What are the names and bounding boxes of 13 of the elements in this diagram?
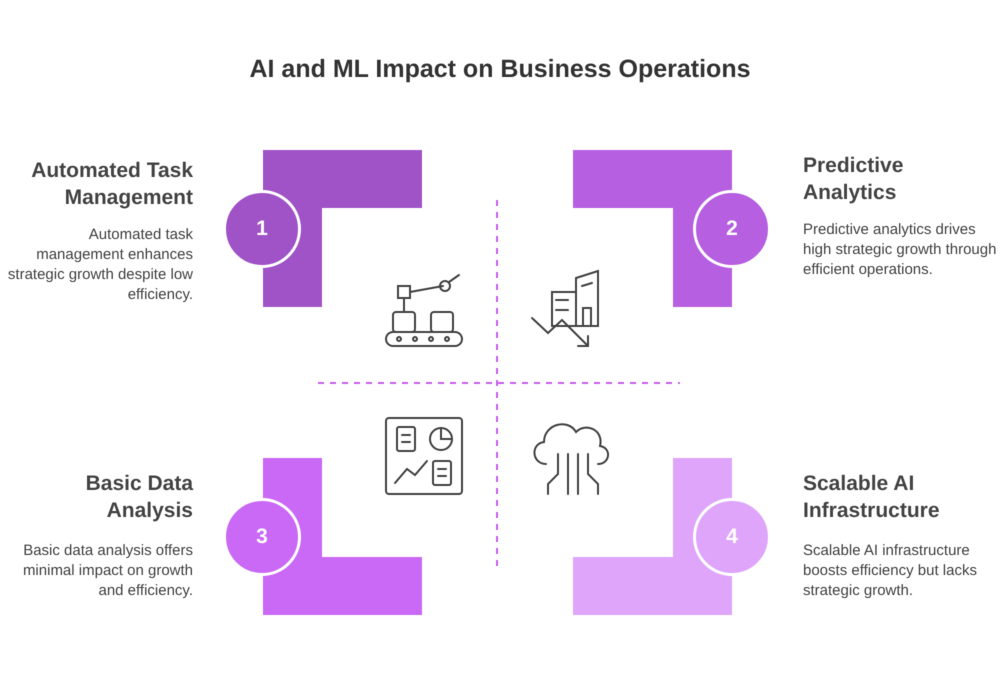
step-number: 2 [693, 190, 771, 268]
step-number: 3 [223, 498, 301, 576]
quadrant-description: Automated task management enhances strategic growth despite low efficiency. [6, 225, 193, 305]
quadrant-heading: Predictive Analytics [803, 153, 904, 206]
title: AI and ML Impact on Business Operations [248, 55, 752, 84]
quadrant-description: Scalable AI infrastructure boosts efficiency but lacks strategic growth. [803, 541, 978, 601]
quadrant-heading: Automated Task Management [30, 158, 193, 211]
quadrant-heading: Scalable AI Infrastructure [803, 471, 941, 524]
quadrant-description: Predictive analytics drives high strategic growth through efficient operations. [803, 220, 998, 280]
quadrant-heading: Basic Data Analysis [84, 471, 193, 524]
step-number: 1 [223, 190, 301, 268]
step-number: 4 [693, 498, 771, 576]
quadrant-description: Basic data analysis offers minimal impact on growth and efficiency. [22, 541, 193, 601]
